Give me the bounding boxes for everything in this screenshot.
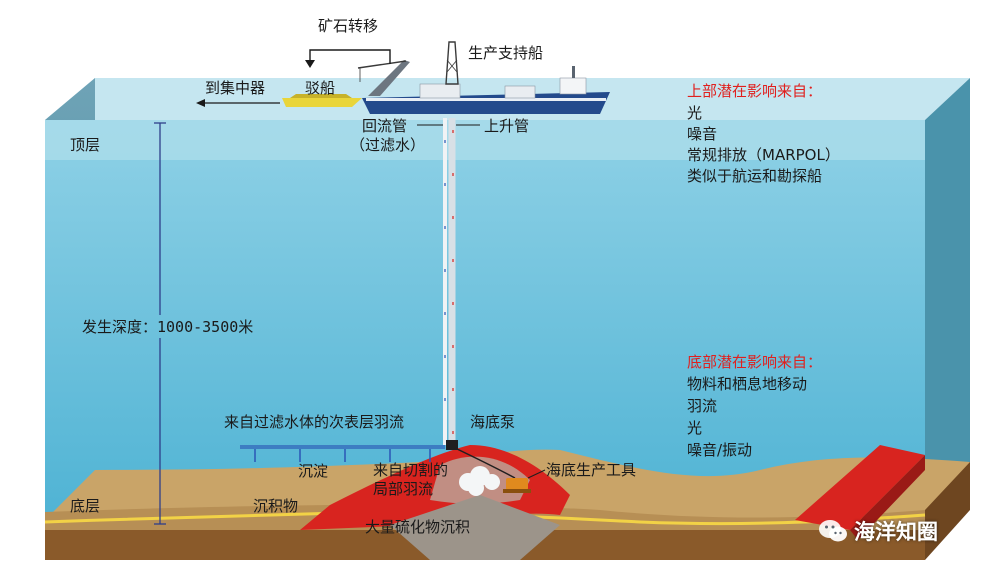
return-pipe-label: 回流管 [362, 117, 408, 135]
ore-transfer-label: 矿石转移 [318, 17, 379, 35]
ship-crane [368, 60, 410, 96]
cutting-plume-label-line2: 局部羽流 [373, 480, 434, 498]
barge-label: 驳船 [305, 79, 336, 97]
production-tool-label: 海底生产工具 [546, 461, 637, 479]
barge-hull [282, 98, 362, 107]
subsurface-plume-label: 来自过滤水体的次表层羽流 [224, 413, 405, 431]
support-vessel-label: 生产支持船 [468, 44, 544, 62]
barge [282, 94, 362, 107]
bottom-impacts-heading: 底部潜在影响来自： [687, 353, 823, 371]
wechat-icon [819, 520, 847, 542]
ore-transfer-bracket [309, 49, 391, 64]
concentrator-arrowhead [196, 99, 205, 107]
bottom-layer-label: 底层 [70, 497, 101, 515]
crane-boom [357, 60, 407, 69]
bottom-impact-item: 噪音/振动 [687, 441, 753, 459]
bottom-impact-item: 光 [687, 419, 703, 437]
production-support-vessel [357, 41, 610, 114]
water-right-side [925, 78, 970, 512]
tool-base [503, 489, 531, 493]
top-layer-label: 顶层 [70, 136, 101, 154]
upper-impact-item: 常规排放（MARPOL） [687, 146, 840, 164]
seafloor-pump-label: 海底泵 [470, 413, 516, 431]
upper-impact-item: 光 [687, 104, 703, 122]
ship-mast [572, 66, 575, 78]
watermark: 海洋知圈 [818, 516, 938, 546]
sediment-label: 沉积物 [253, 497, 299, 515]
upper-impact-item: 类似于航运和勘探船 [687, 167, 823, 185]
slab-top [795, 445, 925, 530]
bedrock-side [925, 462, 970, 560]
ship-derrick [445, 41, 459, 85]
production-tool [454, 447, 546, 496]
to-concentrator-arrow [196, 99, 280, 107]
slab-edge [850, 455, 925, 540]
cutting-plume-label-line1: 来自切割的 [373, 461, 449, 479]
cutting-plume-cloud [459, 466, 500, 496]
sulfide-deposit-label: 大量硫化物沉积 [365, 518, 471, 536]
tool-body [506, 478, 528, 490]
ship-superstructure-1 [419, 83, 461, 99]
ship-superstructure-2 [504, 85, 536, 99]
barge-cargo [290, 94, 352, 98]
tool-pointer [527, 469, 546, 479]
to-concentrator-label: 到集中器 [205, 79, 266, 97]
depth-scale [154, 122, 166, 525]
surface-layer-band [45, 120, 925, 160]
bottom-impact-item: 羽流 [687, 397, 718, 415]
filtered-water-label: （过滤水） [350, 136, 426, 154]
bottom-impact-item: 物料和栖息地移动 [687, 375, 808, 393]
derrick-brace-2 [446, 59, 458, 73]
riser-label: 上升管 [484, 117, 530, 135]
seafloor-pump-body [446, 440, 458, 450]
sulfide-slab-right [795, 445, 925, 540]
ship-deck-line [366, 98, 606, 101]
ship-bridge [559, 77, 587, 95]
ore-transfer-arrowhead [305, 60, 315, 68]
tool-hose [454, 447, 516, 479]
watermark-text: 海洋知圈 [854, 520, 938, 544]
depth-label: 发生深度：1000-3500米 [82, 318, 254, 336]
sulfide-fan [390, 495, 560, 560]
settling-label: 沉淀 [298, 462, 329, 480]
pipes [240, 118, 458, 462]
upper-impact-item: 噪音 [687, 125, 718, 143]
ore-transfer-arrow [305, 49, 391, 68]
upper-impacts-heading: 上部潜在影响来自： [687, 82, 823, 100]
